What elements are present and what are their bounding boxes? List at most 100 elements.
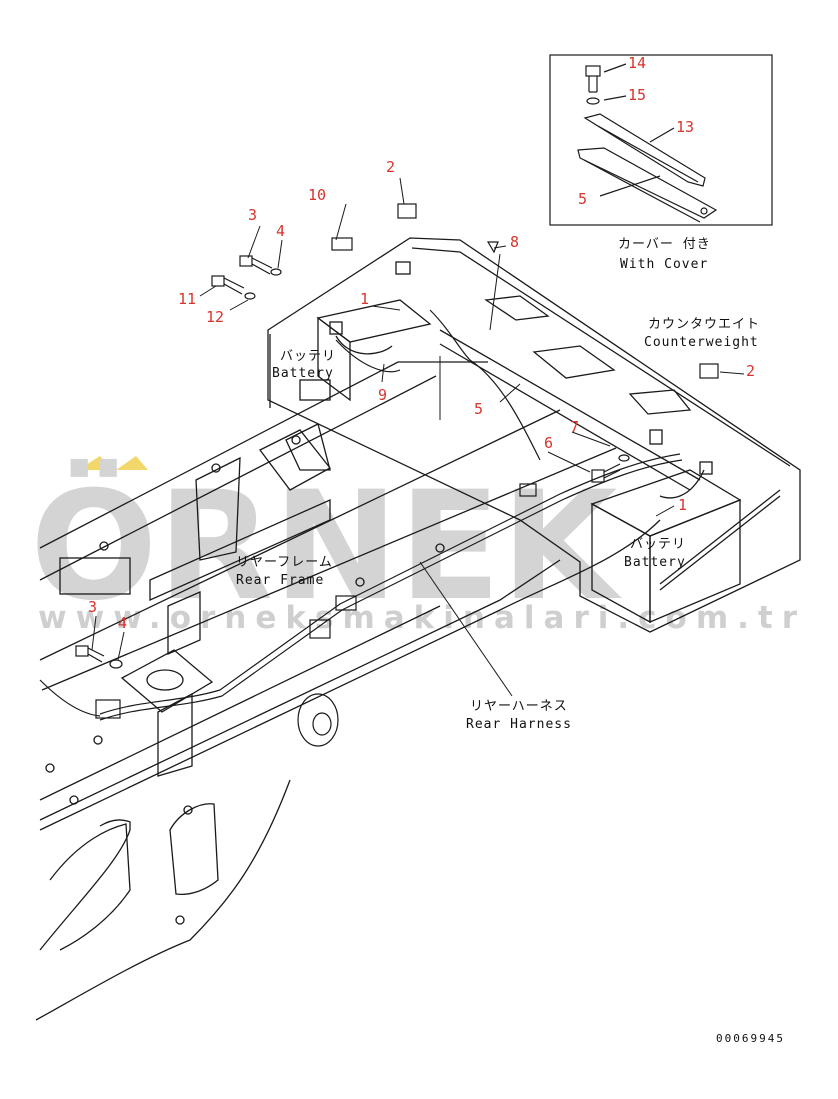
frame-rail-top-inner: [39, 375, 437, 581]
frame-rail-bottom2: [39, 559, 561, 821]
frame-opening-right: [169, 803, 219, 896]
text-labels: カーバー 付き With Cover カウンタウエイト Counterweigh…: [236, 237, 785, 1045]
cross-member: [149, 498, 331, 602]
frame-rail-top: [39, 361, 488, 549]
callout-7: 7: [570, 418, 579, 436]
callout-11: 11: [178, 290, 196, 308]
frame-body-curve: [39, 819, 131, 951]
bolt-icon: [585, 65, 601, 93]
counterweight-pocket-1: [484, 295, 550, 321]
callout-8: 8: [510, 233, 519, 251]
battery-left-label-jp: バッテリ: [280, 349, 336, 364]
washer-icon: [618, 454, 630, 462]
counterweight-rail-inner: [439, 343, 691, 491]
counterweight-label-jp: カウンタウエイト: [648, 317, 760, 332]
clip-icon: [397, 203, 417, 219]
swivel-bracket: [157, 692, 193, 777]
frame-rail-mid: [39, 409, 561, 661]
cover-plate: [577, 147, 718, 223]
watermark-accent-right: [116, 456, 148, 470]
counterweight-top-edge: [411, 247, 791, 467]
document-number: 00069945: [716, 1032, 785, 1045]
callout-3-upper: 3: [248, 206, 257, 224]
counterweight-label-en: Counterweight: [644, 335, 759, 350]
frame-lower-curve: [35, 779, 291, 1021]
counterweight: [267, 237, 801, 633]
watermark-accent-left: [78, 456, 112, 470]
gusset-plate: [285, 423, 331, 471]
inset-border: [549, 54, 773, 226]
inset-with-cover: [549, 54, 773, 226]
washer-icon: [586, 97, 600, 105]
bolt-icon: [211, 275, 245, 295]
callout-2-right: 2: [746, 362, 755, 380]
callout-13: 13: [676, 118, 694, 136]
cross-plate-left: [59, 557, 131, 595]
counterweight-pocket-3: [628, 389, 692, 415]
washer-icon: [270, 268, 282, 276]
washer-icon: [109, 659, 123, 669]
battery-right-label-jp: バッテリ: [630, 537, 686, 552]
harness-main: [99, 453, 681, 715]
battery-left-clip: [299, 379, 331, 401]
grommet: [297, 693, 339, 747]
callout-5-main: 5: [474, 400, 483, 418]
callout-1-left: 1: [360, 290, 369, 308]
callout-10: 10: [308, 186, 326, 204]
battery-right-strip: [659, 489, 781, 585]
counterweight-rail: [439, 329, 701, 481]
ground-strap: [335, 339, 401, 373]
counterweight-pocket-2: [532, 345, 616, 379]
rear-frame: [35, 361, 661, 1021]
bolt-icon: [239, 255, 273, 275]
connector-icon: [519, 483, 537, 497]
counterweight-outline: [267, 237, 801, 633]
frame-opening-left: [49, 823, 131, 951]
cover-bracket: [583, 113, 706, 187]
callout-4-lower: 4: [118, 614, 127, 632]
cover-label-jp: カーバー 付き: [618, 237, 711, 252]
hardware: [75, 203, 719, 669]
callout-14: 14: [628, 54, 646, 72]
callouts: 14 15 13 5 2 10 3 4 8 11 12 1 9 5 2 7 6 …: [88, 54, 755, 632]
watermark-url: www.orneksmakinalari.com.tr: [38, 600, 806, 636]
callout-3-lower: 3: [88, 598, 97, 616]
callout-9: 9: [378, 386, 387, 404]
rear-frame-label-jp: リヤーフレーム: [236, 555, 333, 570]
clip-icon: [699, 363, 719, 379]
battery-left-label-en: Battery: [272, 366, 334, 381]
clamp-icon: [331, 237, 353, 251]
battery-right-front: [649, 499, 741, 623]
battery-right-label-en: Battery: [624, 555, 686, 570]
bolt-icon: [75, 645, 105, 663]
connector-icon: [335, 595, 357, 611]
connector-icon: [95, 699, 121, 719]
frame-rail-bottom: [39, 605, 441, 801]
leader-lines: [91, 177, 745, 697]
rear-frame-label-en: Rear Frame: [236, 573, 324, 588]
cross-support: [167, 591, 201, 655]
rear-harness: [39, 309, 683, 747]
callout-12: 12: [206, 308, 224, 326]
swivel-hole: [146, 669, 184, 691]
callout-15: 15: [628, 86, 646, 104]
grommet-hole: [312, 712, 332, 736]
rear-harness-label-en: Rear Harness: [466, 717, 572, 732]
gusset-left: [195, 456, 241, 561]
washer-icon: [244, 292, 256, 300]
nut-icon: [486, 241, 499, 254]
connector-icon: [309, 619, 331, 639]
callout-5-inset: 5: [578, 190, 587, 208]
cover-label-en: With Cover: [620, 257, 708, 272]
frame-body-edge: [39, 519, 661, 831]
callout-2-upper: 2: [386, 158, 395, 176]
bolt-icon: [591, 463, 621, 483]
swivel-mount: [120, 649, 214, 713]
rear-harness-label-jp: リヤーハーネス: [470, 699, 568, 714]
callout-1-right: 1: [678, 496, 687, 514]
callout-4-upper: 4: [276, 222, 285, 240]
harness-branch: [429, 309, 541, 461]
harness-tail: [39, 679, 101, 717]
